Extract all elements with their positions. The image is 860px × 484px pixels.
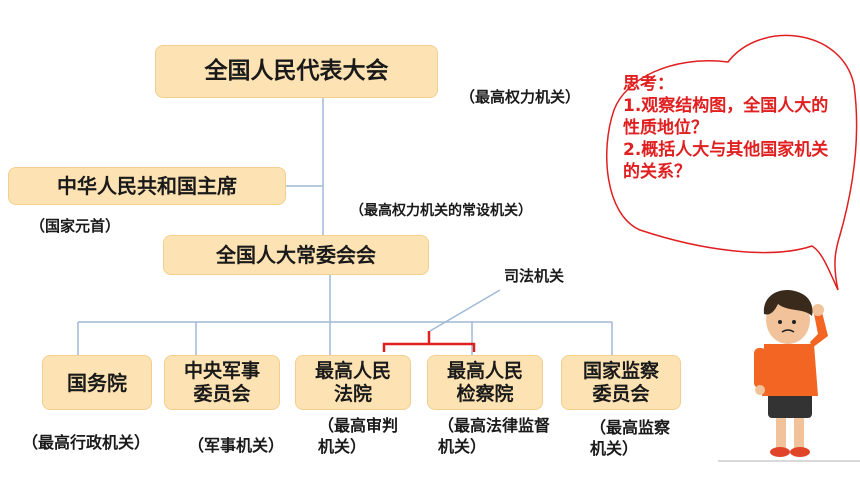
npc-box: 全国人民代表大会 bbox=[155, 45, 438, 98]
supreme-court-box: 最高人民法院 bbox=[295, 355, 411, 410]
supreme-procuratorate-box: 最高人民检察院 bbox=[427, 355, 543, 410]
cmc-box: 中央军事委员会 bbox=[164, 355, 280, 410]
state-council-note: （最高行政机关） bbox=[22, 433, 151, 452]
president-box: 中华人民共和国主席 bbox=[8, 167, 286, 205]
thinking-boy-illustration bbox=[718, 290, 860, 462]
standing-committee-box: 全国人大常委会会 bbox=[163, 235, 429, 275]
standing-committee-note: （最高权力机关的常设机关） bbox=[350, 203, 532, 219]
judicial-organs-label: 司法机关 bbox=[504, 267, 565, 285]
thinking-title: 思考： bbox=[623, 74, 674, 94]
thinking-question-2: 2.概括人大与其他国家机关的关系？ bbox=[623, 140, 829, 183]
supervision-commission-note: （最高监察机关） bbox=[590, 418, 671, 458]
thinking-question-1: 1.观察结构图，全国人大的性质地位？ bbox=[623, 96, 829, 139]
supervision-commission-box: 国家监察委员会 bbox=[561, 355, 681, 410]
state-council-box: 国务院 bbox=[42, 355, 152, 410]
thinking-prompt: 思考： 1.观察结构图，全国人大的性质地位？ 2.概括人大与其他国家机关的关系？ bbox=[623, 73, 833, 183]
supreme-court-note: （最高审判机关） bbox=[318, 416, 399, 456]
cmc-note: （军事机关） bbox=[188, 436, 285, 455]
npc-note: （最高权力机关） bbox=[460, 88, 581, 106]
supreme-procuratorate-note: （最高法律监督机关） bbox=[438, 416, 551, 456]
president-note: （国家元首） bbox=[30, 217, 121, 235]
